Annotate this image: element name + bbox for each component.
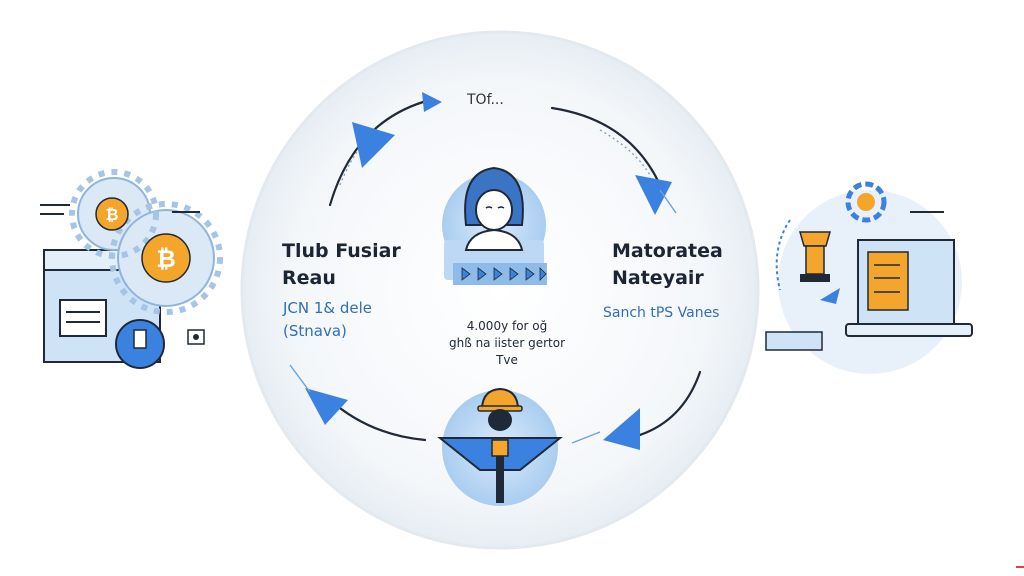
bottom-node [437, 387, 563, 506]
left-illustration: ₿ ₿ [40, 169, 223, 369]
svg-text:₿: ₿ [105, 205, 118, 224]
right-title-line2: Nateyair [612, 267, 704, 289]
left-sub-line1: JCN 1& dele [283, 299, 373, 317]
right-node-title: Matoratea Nateyair [612, 238, 723, 292]
right-node-subtitle: Sanch tPS Vanes [603, 305, 720, 321]
left-node-subtitle: JCN 1& dele (Stnava) [283, 297, 372, 343]
arc-top-right [550, 106, 662, 187]
top-label: TOf... [467, 92, 504, 108]
left-node-title: Tlub Fusiar Reau [282, 238, 401, 292]
center-line1: 4.000y for oğ [466, 319, 548, 333]
center-line3: Tve [496, 353, 518, 367]
arrow-icon [305, 92, 672, 450]
worker-icon [437, 387, 563, 503]
bitcoin-icon: ₿ ₿ [95, 197, 191, 283]
left-title-line2: Reau [282, 267, 336, 289]
corner-mark [1016, 566, 1024, 568]
center-caption: 4.000y for oğ ghß na iister gertor Tve [422, 318, 592, 369]
person-icon [464, 166, 524, 251]
trophy-icon [799, 181, 887, 282]
laptop-icon [845, 239, 973, 337]
left-sub-line2: (Stnava) [283, 322, 347, 340]
center-node [442, 166, 547, 285]
center-line2: ghß na iister gertor [448, 336, 566, 350]
left-title-line1: Tlub Fusiar [282, 240, 401, 262]
svg-text:₿: ₿ [156, 245, 176, 273]
right-title-line1: Matoratea [612, 240, 723, 262]
right-illustration [765, 181, 973, 374]
